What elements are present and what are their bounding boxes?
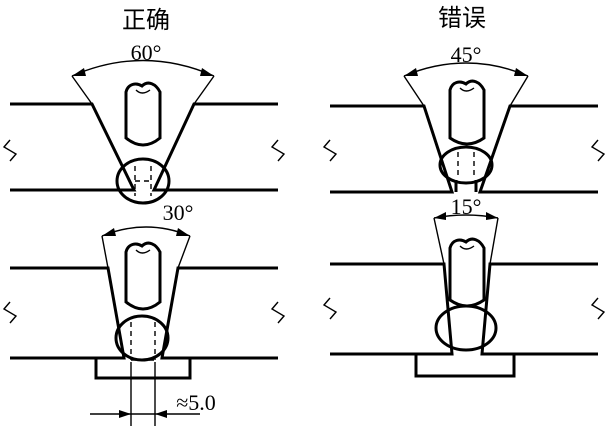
weld-pool [114,314,170,362]
electrode-tip-mark [135,249,151,254]
root-gap [454,180,478,192]
break-mark-left [2,301,18,324]
dim-arrow-right [155,410,167,418]
arc-arrow-left [72,68,86,76]
electrode [448,79,486,146]
panel-bottom-right-15: 15° [322,194,606,378]
angle-arc-60 [71,59,215,77]
break-mark-left [322,139,338,162]
dim-arrow-left [119,410,131,418]
panel-top-left-60: 60° [2,40,286,205]
panel-bottom-left-30: 30° ≈5.0 [2,200,286,426]
panel-top-right-45: 45° [322,42,606,194]
backing-strip [94,358,192,380]
arc-arrow-right [200,68,214,76]
weld-pool [115,157,171,205]
weld-pool [434,304,498,352]
break-mark-right [590,139,606,162]
angle-label-30: 30° [163,200,194,225]
label-wrong: 错误 [438,4,486,32]
weld-pool [438,145,494,185]
plate-right [480,262,598,356]
arc-arrow-left [434,212,446,220]
angle-label-15: 15° [451,194,482,219]
extension-lines [101,235,191,269]
break-mark-right [590,297,606,320]
extension-lines [71,75,215,105]
plate-left [10,266,126,360]
break-mark-right [270,139,286,162]
backing-strip [414,354,516,378]
angle-label-45: 45° [451,42,482,67]
plate-right [151,102,278,192]
root-gap-lines [457,152,475,178]
electrode [124,81,162,147]
root-gap-lines [134,166,152,196]
electrode-tip-mark [459,245,475,250]
plate-left [330,262,454,356]
electrode-tip-mark [135,89,151,94]
dimension-extension-lines [130,362,156,426]
angle-arc-45 [403,62,529,77]
arc-arrow-right [486,212,498,220]
extension-lines [403,75,529,107]
arc-arrow-right [176,228,190,236]
plate-right [160,266,278,360]
electrode [124,241,162,311]
plate-left [330,104,455,194]
gap-dimension-label: ≈5.0 [176,390,216,415]
angle-label-60: 60° [131,40,162,65]
break-mark-left [322,297,338,320]
plate-left [10,102,137,192]
arc-arrow-left [404,68,418,76]
break-mark-right [270,301,286,324]
extension-lines [433,217,499,265]
electrode [448,237,486,308]
arc-arrow-left [102,228,116,236]
arc-arrow-right [514,68,528,76]
label-correct: 正确 [122,6,170,34]
plate-right [477,104,598,194]
electrode-tip-mark [459,87,475,92]
break-mark-left [2,139,18,162]
root-gap-lines [130,322,156,361]
